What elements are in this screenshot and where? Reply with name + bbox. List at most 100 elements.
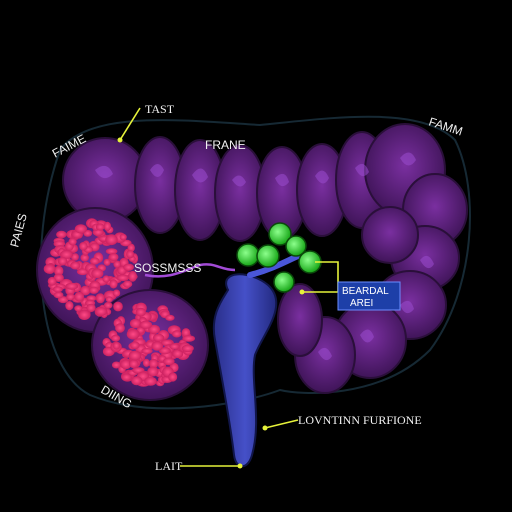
pink-cell xyxy=(126,328,140,340)
leader-dot xyxy=(237,463,243,469)
label-function: LOVNTINN FURFIONE xyxy=(298,413,422,427)
pink-cell xyxy=(131,376,143,386)
pink-cell xyxy=(169,343,180,350)
pink-cell xyxy=(172,330,182,338)
pink-cell xyxy=(139,320,153,329)
label-paies: PAIES xyxy=(7,212,29,249)
pink-cell xyxy=(68,237,77,246)
pink-cell xyxy=(91,268,104,279)
pink-cell xyxy=(90,257,100,265)
leader-line-function xyxy=(264,419,299,429)
green-node xyxy=(236,243,260,267)
pink-cell xyxy=(109,279,118,289)
green-node xyxy=(273,271,295,293)
blue-duct xyxy=(212,273,278,468)
pink-cell xyxy=(95,293,105,304)
lobe xyxy=(277,283,323,357)
pink-cell xyxy=(74,291,85,302)
pink-cell xyxy=(142,358,150,367)
pink-cell xyxy=(141,348,153,354)
pink-cell xyxy=(168,372,178,382)
pink-cell xyxy=(148,358,159,369)
pink-cell xyxy=(79,241,88,251)
label-beardal-line1: BEARDAL xyxy=(342,286,389,297)
pink-cell xyxy=(135,307,146,317)
pink-cell xyxy=(86,303,96,313)
pink-cell xyxy=(153,333,165,342)
leader-dot xyxy=(299,289,305,295)
label-lait: LAIT xyxy=(155,459,183,473)
pink-cell xyxy=(103,301,113,309)
pink-cell xyxy=(112,289,121,297)
pink-cell xyxy=(119,233,127,241)
leader-line-tast xyxy=(119,107,141,141)
pink-cell xyxy=(129,318,142,329)
pink-cell xyxy=(86,295,97,302)
label-famm: FAMM xyxy=(427,115,464,139)
pink-cell xyxy=(52,286,63,293)
pink-cell xyxy=(116,274,130,282)
right-lobe-band xyxy=(277,173,468,394)
pink-cell xyxy=(76,268,89,276)
pink-cell xyxy=(80,285,91,296)
pink-cell xyxy=(182,335,195,342)
pink-cell xyxy=(54,265,64,277)
label-frane: FRANE xyxy=(205,138,246,152)
pink-cell xyxy=(43,263,56,274)
green-node-cluster xyxy=(236,222,322,293)
pink-cell-cluster-upper xyxy=(43,218,139,320)
pink-cell xyxy=(111,361,121,369)
pink-cell xyxy=(103,221,112,232)
pink-cell xyxy=(113,301,123,312)
pink-cell xyxy=(122,280,133,288)
vessel xyxy=(144,263,236,278)
pink-cell xyxy=(56,230,67,239)
pink-cell xyxy=(147,366,159,377)
leader-line-beardal xyxy=(302,261,339,293)
label-box xyxy=(337,281,401,311)
pink-cell xyxy=(65,282,79,290)
lobe-texture xyxy=(95,152,434,361)
pink-cell xyxy=(144,376,157,386)
pink-cell xyxy=(80,253,89,262)
upper-lobe-band xyxy=(62,123,446,242)
organ-outline xyxy=(39,115,471,410)
pink-cell xyxy=(115,323,125,333)
pink-cell xyxy=(128,270,138,282)
pink-cell xyxy=(70,261,81,270)
pink-cell xyxy=(47,276,57,286)
lobe xyxy=(361,206,419,264)
pink-cell xyxy=(57,256,68,266)
label-tast: TAST xyxy=(145,102,175,116)
pink-cell xyxy=(123,263,134,271)
pink-cell xyxy=(130,341,140,350)
blue-connector xyxy=(247,252,303,278)
pink-cell xyxy=(108,253,119,262)
pink-cell xyxy=(105,296,113,303)
pink-cell xyxy=(103,258,111,266)
pink-cell xyxy=(126,250,135,259)
leader-dot xyxy=(262,425,268,431)
green-node xyxy=(268,222,292,246)
pink-cell xyxy=(112,341,121,350)
pink-cell xyxy=(65,301,74,311)
pink-cell xyxy=(74,305,83,312)
pink-cell xyxy=(128,359,139,369)
pink-cell xyxy=(148,324,161,335)
leader-dot xyxy=(117,137,123,143)
pink-cell xyxy=(181,344,194,353)
pink-cell xyxy=(102,275,110,283)
pink-cell xyxy=(89,286,99,294)
pink-cell xyxy=(74,224,87,234)
pink-cell xyxy=(53,291,64,299)
pink-cell xyxy=(181,328,191,338)
pink-cell xyxy=(127,243,135,252)
pink-cell xyxy=(121,373,132,382)
pink-cell xyxy=(95,223,105,231)
pink-cell xyxy=(128,350,142,361)
pink-cell xyxy=(105,234,118,246)
pink-cell xyxy=(159,347,171,355)
green-node xyxy=(285,235,307,257)
pink-cell xyxy=(111,334,121,342)
